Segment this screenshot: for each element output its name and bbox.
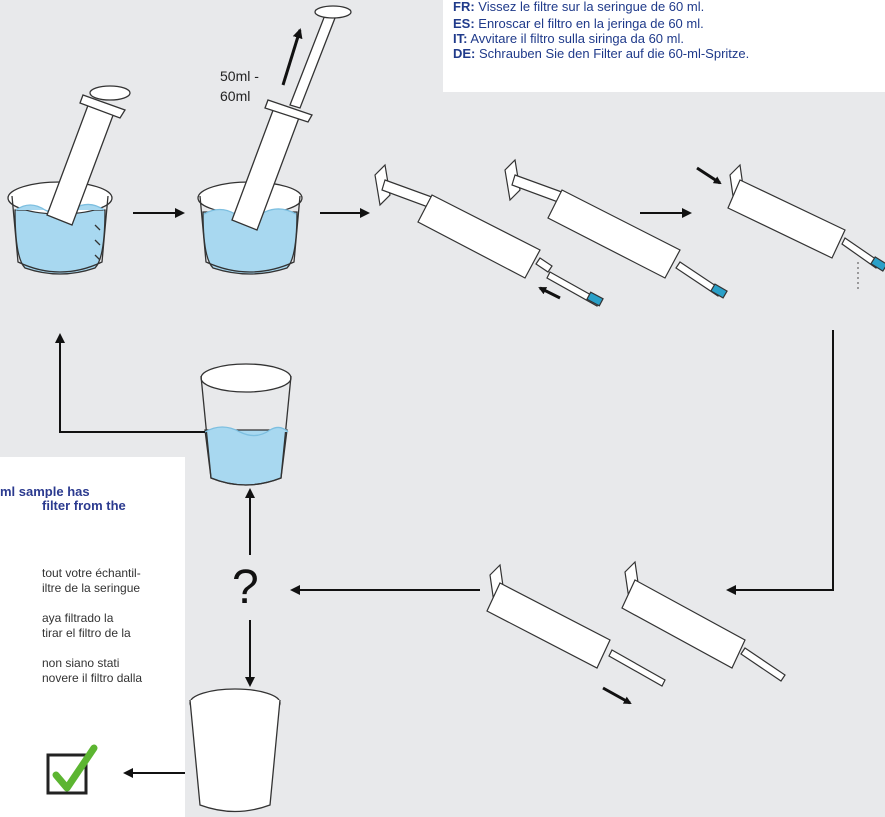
left-es-2: tirar el filtro de la xyxy=(42,627,131,640)
remove-arrow xyxy=(602,686,632,705)
instruction-panel-left: ml sample has filter from the tout votre… xyxy=(0,457,185,817)
syringe-filtering xyxy=(727,163,885,290)
left-it-2: novere il filtro dalla xyxy=(42,672,143,685)
press-arrow xyxy=(696,166,722,185)
left-it-1: non siano stati xyxy=(42,657,120,670)
beaker-2 xyxy=(197,5,352,275)
syringe-attach-filter xyxy=(374,163,604,307)
instruction-de: DE: Schrauben Sie den Filter auf die 60-… xyxy=(453,46,750,61)
syringe-in-beaker-2 xyxy=(231,5,352,231)
instruction-fr: FR: Vissez le filtre sur la seringue de … xyxy=(453,0,705,14)
syringe-in-beaker-1 xyxy=(46,85,131,226)
arrow-return-to-beaker1 xyxy=(55,333,205,433)
left-title-1: ml sample has xyxy=(0,485,90,498)
left-title-2: filter from the xyxy=(42,499,126,512)
volume-label: 50ml - 60ml xyxy=(220,66,259,106)
syringe-bottom-left-remove-filter xyxy=(486,563,666,687)
decision-question-mark: ? xyxy=(232,561,259,614)
beaker-empty xyxy=(189,688,281,813)
attach-arrow xyxy=(538,286,561,300)
left-es-1: aya filtrado la xyxy=(42,612,114,625)
volume-label-line1: 50ml - xyxy=(220,68,259,84)
arrow-right-side-down xyxy=(726,330,834,595)
syringe-bottom-right xyxy=(621,560,786,682)
instruction-panel-top: FR: Vissez le filtre sur la seringue de … xyxy=(443,0,885,92)
instruction-es: ES: Enroscar el filtro en la jeringa de … xyxy=(453,16,704,31)
instruction-it: IT: Avvitare il filtro sulla siringa da … xyxy=(453,31,684,46)
beaker-middle xyxy=(200,363,292,486)
volume-label-line2: 60ml xyxy=(220,88,251,104)
checkmark-icon xyxy=(46,744,98,795)
left-fr-2: iltre de la seringue xyxy=(42,582,141,595)
beaker-1 xyxy=(7,85,131,275)
syringe-with-filter xyxy=(504,158,728,299)
left-fr-1: tout votre échantil- xyxy=(42,567,141,580)
pull-arrow xyxy=(281,28,303,86)
